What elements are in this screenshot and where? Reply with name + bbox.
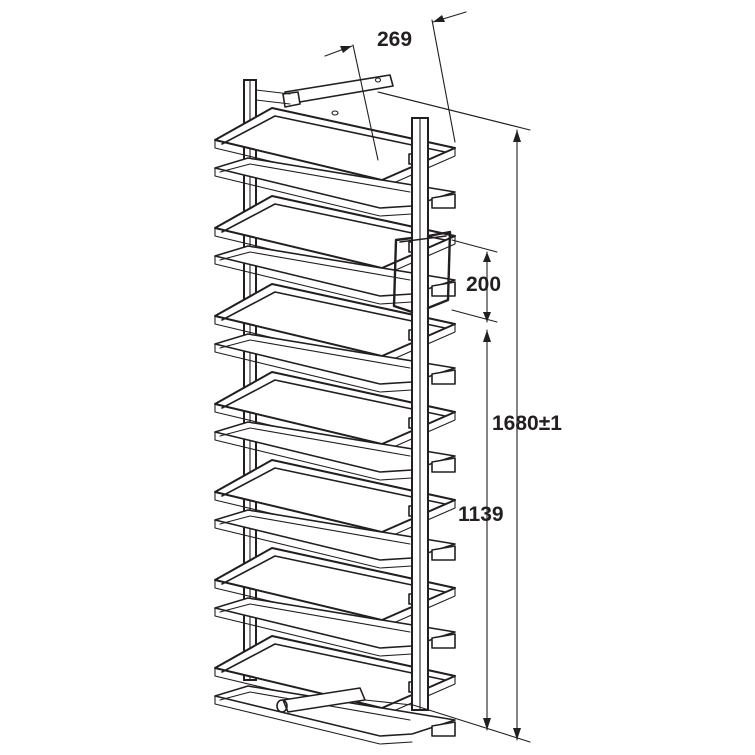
lower-height-dimension-label: 1139 — [458, 503, 504, 526]
front-post — [411, 117, 429, 711]
total-height-dimension-label: 1680±1 — [492, 412, 562, 435]
top-mounting-bracket — [255, 74, 394, 116]
shoe-shelf — [214, 685, 456, 745]
depth-dimension-label: 269 — [377, 28, 412, 51]
shoe-shelf — [214, 597, 456, 657]
dimension-lines — [324, 11, 531, 743]
bottom-base — [276, 687, 413, 713]
handle-height-dimension-label: 200 — [466, 273, 501, 296]
shoe-shelf — [214, 421, 456, 481]
shelves — [214, 107, 456, 745]
shoe-shelf — [214, 333, 456, 393]
shoe-shelf — [214, 283, 456, 365]
shoe-shelf — [214, 157, 456, 217]
rack-handle — [392, 230, 452, 314]
shoe-shelf — [214, 509, 456, 569]
